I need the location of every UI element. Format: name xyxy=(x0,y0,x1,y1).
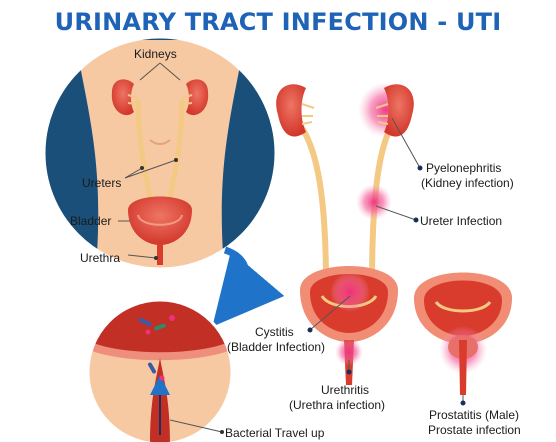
zoom-arrow xyxy=(212,246,285,327)
label-prostatitis: Prostatitis (Male) Prostate infection xyxy=(428,408,522,437)
bacterium xyxy=(145,329,151,335)
right-kidney xyxy=(181,79,209,116)
ureter-left xyxy=(297,123,329,286)
navel-line xyxy=(149,139,171,145)
urethra-male xyxy=(459,340,467,395)
bladder-infection-glow xyxy=(330,272,370,312)
bacterium xyxy=(159,375,165,381)
urethra-infection-glow xyxy=(335,338,363,366)
bacteria-zoom-circle: Bacterial Travel up xyxy=(86,298,325,442)
bacterium xyxy=(148,362,156,374)
bacterium xyxy=(138,317,152,327)
label-cystitis: Cystitis (Bladder Infection) xyxy=(227,325,325,354)
prostate-anatomy xyxy=(414,272,512,395)
ureter-infection-glow xyxy=(356,184,392,220)
label-kidneys: Kidneys xyxy=(134,47,177,61)
label-ureters: Ureters xyxy=(82,176,121,190)
page-title: URINARY TRACT INFECTION - UTI xyxy=(54,8,502,36)
label-pyelonephritis: Pyelonephritis (Kidney infection) xyxy=(421,161,514,190)
kidney-left xyxy=(276,84,315,137)
urethra-tube xyxy=(157,245,163,265)
label-bladder: Bladder xyxy=(70,214,111,228)
left-ureter xyxy=(135,99,155,206)
infection-anatomy xyxy=(276,82,414,385)
kidney-right xyxy=(375,84,414,137)
bacterium xyxy=(154,323,166,331)
anatomy-circle: Kidneys Ureters Bladder Urethra xyxy=(42,35,278,271)
bladder xyxy=(128,196,192,245)
right-ureter xyxy=(165,99,185,206)
label-urethritis: Urethritis (Urethra infection) xyxy=(289,383,385,412)
label-urethra: Urethra xyxy=(80,251,120,265)
label-bacteria: Bacterial Travel up xyxy=(225,426,325,440)
label-ureter-infection: Ureter Infection xyxy=(420,214,502,228)
bacterium xyxy=(169,315,175,321)
left-kidney xyxy=(111,79,139,116)
